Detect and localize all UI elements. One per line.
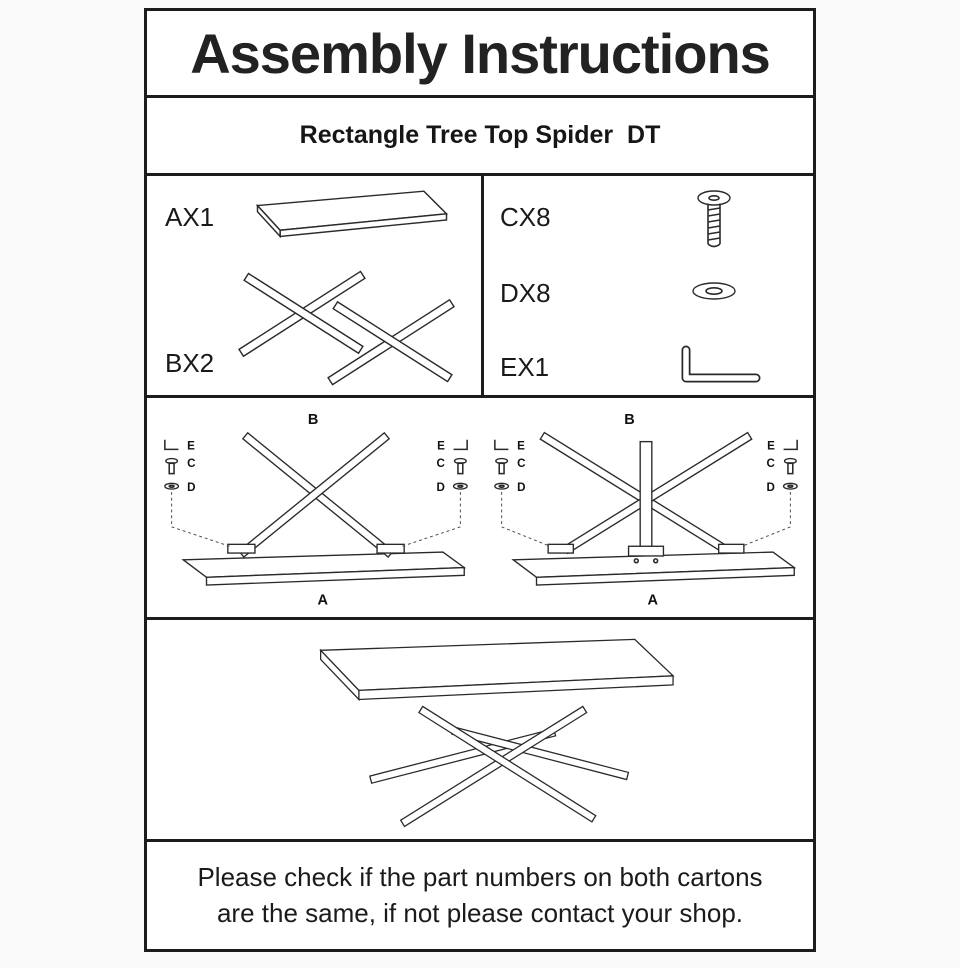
footer-note-line1: Please check if the part numbers on both… [197,862,763,893]
assembly-step-section: E C D E C D B A [147,395,813,617]
instruction-sheet: Assembly Instructions Rectangle Tree Top… [144,8,816,952]
parts-section: AX1 BX2 CX8 [147,173,813,395]
diagram2-tabletop [511,550,797,586]
footer-note-section: Please check if the part numbers on both… [147,839,813,949]
diagram1-callout-stack-left [164,439,230,547]
callout-label-e-right: E [437,439,445,452]
diagram1-callout-stack-right [402,439,468,547]
callout-label-c-right: C [436,456,445,469]
part-label-allen-key: EX1 [500,352,550,382]
footer-note-line2: are the same, if not please contact your… [216,897,744,928]
parts-column-right: CX8 DX8 EX1 [481,176,813,395]
tabletop-shape [255,190,449,239]
assembly-diagram-side-view: E C D E C D B A [164,412,468,608]
diagram1-mounting-plates [227,543,405,554]
assembled-tabletop [319,638,675,701]
callout-label-d-left: D [187,481,195,494]
part-label-tabletop: AX1 [165,202,215,232]
diagram1-label-b: B [308,412,318,428]
callout-label-d-left: D [517,481,525,494]
diagram2-label-b: B [624,412,634,428]
spider-legs-drawing [238,270,455,386]
product-name: Rectangle Tree Top Spider DT [299,121,661,149]
callout-label-d-right: D [436,481,444,494]
callout-label-e-right: E [767,439,775,452]
parts-column-left: AX1 BX2 [147,176,481,395]
diagram2-label-a: A [648,592,659,608]
washer-icon [692,282,736,300]
callout-label-e-left: E [187,439,195,452]
callout-label-c-left: C [187,456,196,469]
callout-label-c-right: C [766,456,775,469]
part-label-washer: DX8 [500,278,551,308]
diagram1-label-a: A [318,592,329,608]
part-label-bolt: CX8 [500,202,551,232]
diagram1-tabletop [181,550,467,586]
assembly-diagram-end-view: E C D E C D B A [494,412,798,608]
final-assembly-section [147,617,813,839]
page-title: Assembly Instructions [190,21,771,85]
product-name-section: Rectangle Tree Top Spider DT [147,95,813,173]
title-section: Assembly Instructions [147,11,813,95]
assembled-table-drawing [319,638,675,827]
diagram1-legs [238,431,394,558]
x-leg-frame [238,270,366,358]
part-label-spider-legs: BX2 [165,348,215,378]
tabletop-drawing [255,190,449,239]
callout-label-d-right: D [766,481,774,494]
allen-key-icon [681,345,761,383]
callout-label-e-left: E [517,439,525,452]
bolt-icon [697,190,731,248]
diagram2-legs [539,431,753,554]
callout-label-c-left: C [517,456,526,469]
diagram2-mounting-plates [547,543,745,564]
assembled-spider-base [369,705,630,827]
